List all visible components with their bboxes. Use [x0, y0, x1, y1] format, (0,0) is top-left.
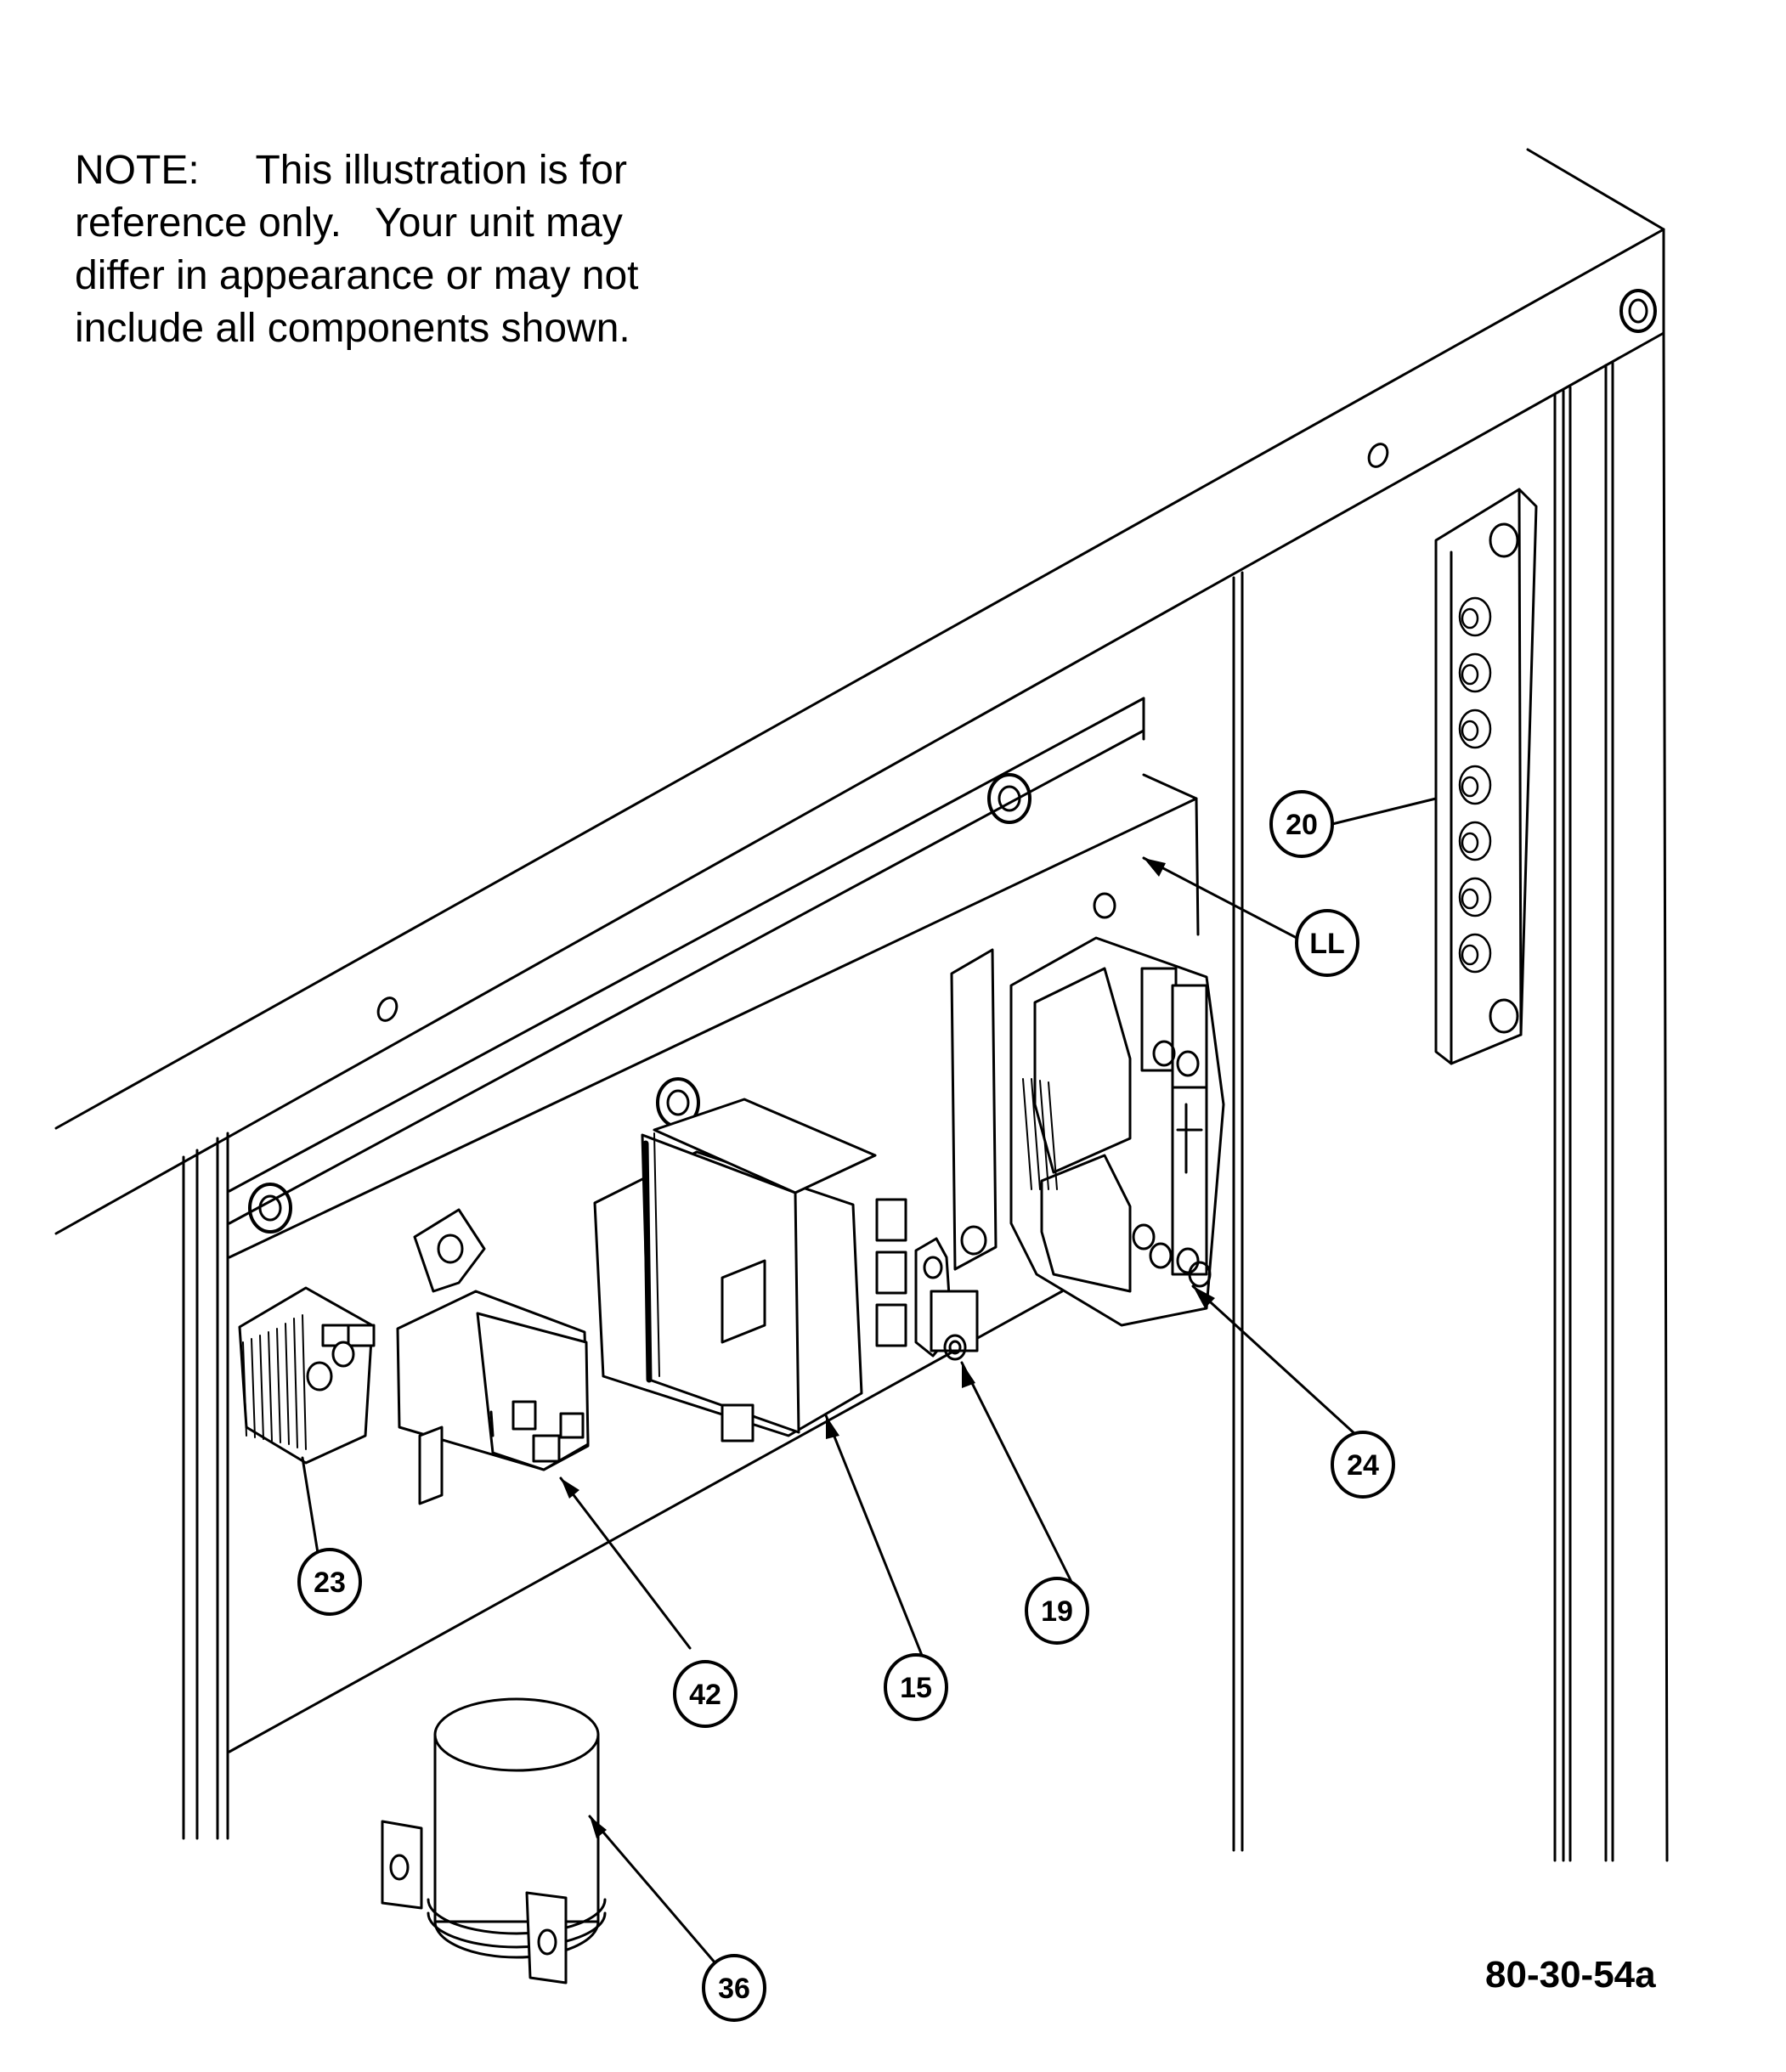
callout-ll-label: LL: [1309, 928, 1345, 960]
callout-24: 24: [1331, 1431, 1395, 1499]
callout-19: 19: [1025, 1577, 1089, 1645]
note-line-3: differ in appearance or may not: [75, 253, 639, 298]
callout-23: 23: [297, 1548, 362, 1616]
terminal-strip: [1434, 488, 1538, 1065]
control-panel: [226, 697, 1200, 1753]
note-line-4: include all components shown.: [75, 306, 630, 351]
start-device: [238, 1286, 376, 1465]
relay: [396, 1208, 590, 1505]
transformer: [593, 1077, 907, 1442]
note-line-2: reference only. Your unit may: [75, 200, 623, 246]
callout-36-label: 36: [718, 1973, 750, 2005]
callout-15-label: 15: [900, 1672, 932, 1704]
contactor: [950, 892, 1225, 1327]
figure-id: 80-30-54a: [1485, 1954, 1656, 1996]
reference-note: NOTE: This illustration is for reference…: [75, 144, 721, 355]
callout-ll: LL: [1295, 909, 1359, 977]
arrowheads: [561, 858, 1215, 1838]
callout-36: 36: [702, 1954, 766, 2022]
capacitor: [381, 1697, 607, 1984]
callout-24-label: 24: [1347, 1449, 1379, 1482]
callout-23-label: 23: [314, 1567, 346, 1599]
callout-20-label: 20: [1286, 809, 1318, 841]
callout-15: 15: [884, 1653, 948, 1721]
ground-lug: [914, 1237, 979, 1361]
cabinet-frame: [54, 148, 1669, 1862]
leader-lines: [301, 797, 1438, 1971]
callout-19-label: 19: [1041, 1595, 1073, 1628]
callout-20: 20: [1269, 790, 1334, 858]
callout-42: 42: [673, 1660, 738, 1728]
note-line-1: NOTE: This illustration is for: [75, 148, 627, 193]
callout-42-label: 42: [689, 1679, 721, 1711]
